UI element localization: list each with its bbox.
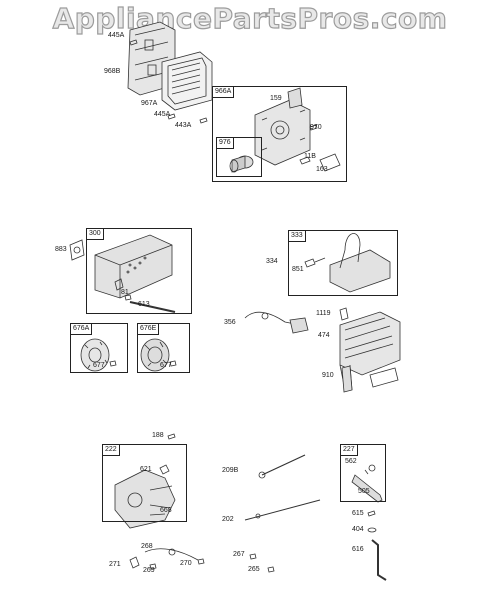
governor-drawing <box>114 464 176 529</box>
part-label-11B: 11B <box>304 153 316 160</box>
part-label-271: 271 <box>109 561 121 568</box>
bottom-center-parts-drawing <box>249 553 275 573</box>
bottom-left-parts-drawing <box>129 548 205 570</box>
filter-976-drawing <box>229 155 254 173</box>
group-box-227: 227 <box>340 444 386 502</box>
group-label-676E: 676E <box>138 324 160 335</box>
part-label-668: 668 <box>160 507 172 514</box>
part-label-615: 615 <box>352 510 364 517</box>
group-label-676A: 676A <box>71 324 93 335</box>
part-label-967A: 967A <box>141 100 158 107</box>
part-label-188: 188 <box>152 432 164 439</box>
part-label-970: 970 <box>310 124 322 131</box>
gasket-drawing <box>69 239 85 261</box>
part-label-356: 356 <box>224 319 236 326</box>
part-label-677-a: 677 <box>93 362 105 369</box>
carburetor-parts-drawing <box>254 87 341 172</box>
part-label-163: 163 <box>316 166 328 173</box>
air-filter-drawing <box>161 51 213 111</box>
part-label-613: 613 <box>138 301 150 308</box>
group-label-333: 333 <box>289 231 306 242</box>
group-label-300: 300 <box>87 229 104 240</box>
group-box-966A: 966A <box>212 86 347 182</box>
group-box-976: 976 <box>216 137 262 177</box>
lower-right-parts-drawing <box>367 510 387 581</box>
part-label-505: 505 <box>358 488 370 495</box>
cable-209B-drawing <box>258 454 306 479</box>
part-label-562: 562 <box>345 458 357 465</box>
part-label-445A: 445A <box>108 32 125 39</box>
screw-188-drawing <box>167 433 176 440</box>
part-label-910: 910 <box>322 372 334 379</box>
part-label-269: 269 <box>143 567 155 574</box>
part-910-drawing <box>341 365 353 393</box>
part-label-404: 404 <box>352 526 364 533</box>
part-label-267: 267 <box>233 551 245 558</box>
part-label-159: 159 <box>270 95 282 102</box>
ignition-coil-drawing <box>304 233 391 293</box>
part-label-445A-b: 445A <box>154 111 171 118</box>
group-box-676E: 676E <box>137 323 190 373</box>
guard-676A-drawing <box>80 338 117 372</box>
part-label-270: 270 <box>180 560 192 567</box>
part-label-621: 621 <box>140 466 152 473</box>
group-label-966A: 966A <box>213 87 235 98</box>
guard-676E-drawing <box>140 338 177 372</box>
muffler-drawing <box>94 234 176 313</box>
part-label-616: 616 <box>352 546 364 553</box>
group-label-222: 222 <box>103 445 120 456</box>
part-label-474: 474 <box>318 332 330 339</box>
part-label-334: 334 <box>266 258 278 265</box>
group-box-222: 222 <box>102 444 187 522</box>
group-box-333: 333 <box>288 230 398 296</box>
part-label-968B: 968B <box>104 68 121 75</box>
part-label-202: 202 <box>222 516 234 523</box>
part-label-81: 81 <box>121 289 129 296</box>
group-label-976: 976 <box>217 138 234 149</box>
screw-drawings <box>129 39 208 124</box>
part-label-677-b: 677 <box>160 362 172 369</box>
part-label-851: 851 <box>292 266 304 273</box>
watermark-text: AppliancePartsPros.com <box>52 1 448 35</box>
part-label-443A: 443A <box>175 122 192 129</box>
group-label-227: 227 <box>341 445 358 456</box>
part-label-265: 265 <box>248 566 260 573</box>
part-label-209B: 209B <box>222 467 239 474</box>
group-box-300: 300 <box>86 228 192 314</box>
spark-plug-wire-drawing <box>244 311 309 334</box>
link-202-drawing <box>244 499 321 521</box>
part-label-268: 268 <box>141 543 153 550</box>
part-label-1119: 1119 <box>316 310 331 317</box>
part-label-883: 883 <box>55 246 67 253</box>
group-box-676A: 676A <box>70 323 128 373</box>
